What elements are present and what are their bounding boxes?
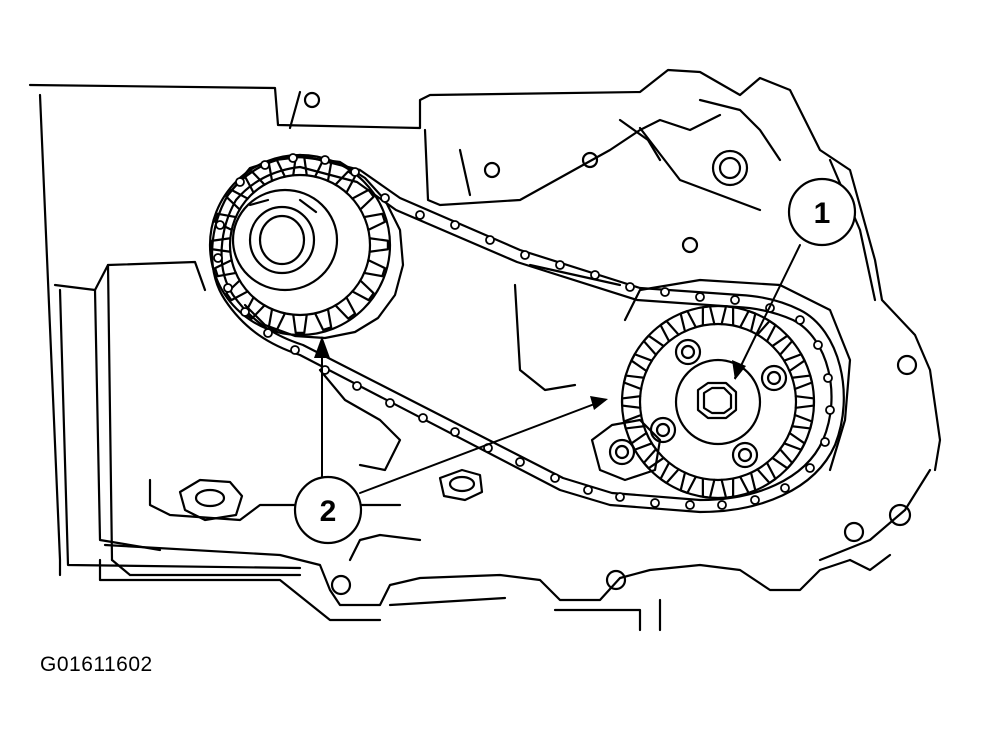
timing-chain-links — [213, 153, 835, 510]
chain-link-pin — [820, 437, 830, 447]
pump-tooth — [679, 471, 697, 495]
chain-link-pin — [590, 270, 600, 280]
crank-tooth — [292, 156, 308, 177]
chain-link-pin — [415, 210, 425, 220]
crank-tooth — [363, 212, 387, 232]
pump-tooth — [630, 431, 653, 451]
chain-link-pin — [695, 292, 705, 302]
chain-link-pin — [240, 307, 250, 317]
oil-pump-sprocket-teeth — [620, 305, 816, 499]
dowel-bolt — [711, 149, 749, 187]
pump-tooth — [756, 461, 777, 485]
chain-guide — [318, 263, 622, 472]
chain-link-pin — [750, 495, 760, 505]
chain-link-pin — [380, 193, 390, 203]
pump-tooth — [739, 471, 757, 495]
pump-tooth — [659, 461, 680, 485]
pan-bolt-right — [888, 503, 912, 527]
chain-link-pin — [730, 295, 740, 305]
pump-tooth — [783, 353, 806, 373]
pump-tooth — [630, 353, 653, 373]
crank-tooth — [368, 237, 389, 253]
chain-link-pin — [660, 287, 670, 297]
chain-link-pin — [813, 340, 823, 350]
pump-tooth — [794, 395, 816, 409]
chain-link-pin — [288, 153, 298, 163]
chain-link-pin — [290, 345, 300, 355]
pump-tooth — [756, 319, 777, 343]
crank-tooth — [363, 258, 387, 278]
callout-1-leader — [732, 244, 801, 380]
crank-tooth — [292, 313, 308, 334]
callout-2-balloon — [293, 475, 363, 545]
pump-tooth — [701, 477, 716, 499]
chain-link-pin — [550, 473, 560, 483]
chain-link-pin — [823, 373, 833, 383]
chain-link-pin — [825, 405, 835, 415]
chain-link-pin — [780, 483, 790, 493]
lower-flange — [98, 468, 932, 632]
crank-tooth — [351, 279, 375, 302]
flange-bolt-hole — [303, 91, 918, 596]
pump-tooth — [720, 477, 735, 499]
pump-tooth — [791, 374, 814, 391]
pump-tooth — [783, 431, 806, 451]
chain-link-pin — [805, 463, 815, 473]
pump-tooth — [791, 413, 814, 430]
pump-tooth — [642, 448, 665, 470]
chain-link-pin — [215, 220, 225, 230]
chain-link-pin — [223, 283, 233, 293]
pan-bolt-left — [178, 478, 244, 522]
callout-1-number: 1 — [814, 197, 831, 230]
pump-tooth — [771, 334, 794, 356]
chain-link-pin — [450, 427, 460, 437]
pump-tooth — [622, 413, 645, 430]
chain-link-pin — [520, 250, 530, 260]
chain-link-pin — [352, 381, 362, 391]
crank-tooth — [313, 308, 333, 332]
chain-link-pin — [650, 498, 660, 508]
pump-tooth — [642, 334, 665, 356]
crank-tooth — [267, 308, 287, 332]
pump-tooth — [771, 448, 794, 470]
pan-bolt-center — [438, 468, 484, 502]
chain-link-pin — [625, 282, 635, 292]
pump-tooth — [701, 305, 716, 327]
callout-2-number: 2 — [320, 495, 337, 528]
chain-link-pin — [583, 485, 593, 495]
chain-link-pin — [418, 413, 428, 423]
chain-link-pin — [213, 253, 223, 263]
pump-tooth — [739, 309, 757, 333]
oil-pump-sprocket-hole — [649, 338, 788, 469]
chain-link-pin — [263, 328, 273, 338]
crank-tooth — [334, 296, 357, 320]
crank-tooth — [213, 258, 237, 278]
pump-tooth — [659, 319, 680, 343]
crank-tooth — [225, 279, 249, 302]
chain-link-pin — [320, 155, 330, 165]
callout-2-leader — [314, 336, 608, 494]
callout-1-balloon — [787, 177, 857, 247]
chain-link-pin — [385, 398, 395, 408]
crank-tooth — [243, 296, 266, 320]
chain-link-pin — [615, 492, 625, 502]
chain-link-pin — [555, 260, 565, 270]
oil-pump-sprocket — [620, 304, 816, 500]
chain-link-pin — [795, 315, 805, 325]
chain-link-pin — [485, 235, 495, 245]
chain-link-pin — [260, 160, 270, 170]
pump-tooth — [620, 395, 642, 409]
chain-link-pin — [717, 500, 727, 510]
chain-link-pin — [515, 457, 525, 467]
engine-block-outline — [28, 68, 942, 577]
chain-link-pin — [350, 167, 360, 177]
pump-tooth — [679, 309, 697, 333]
figure-code: G01611602 — [40, 653, 153, 676]
chain-link-pin — [235, 177, 245, 187]
chain-link-pin — [685, 500, 695, 510]
pump-tooth — [622, 374, 645, 391]
chain-link-pin — [450, 220, 460, 230]
pump-tooth — [720, 305, 735, 327]
